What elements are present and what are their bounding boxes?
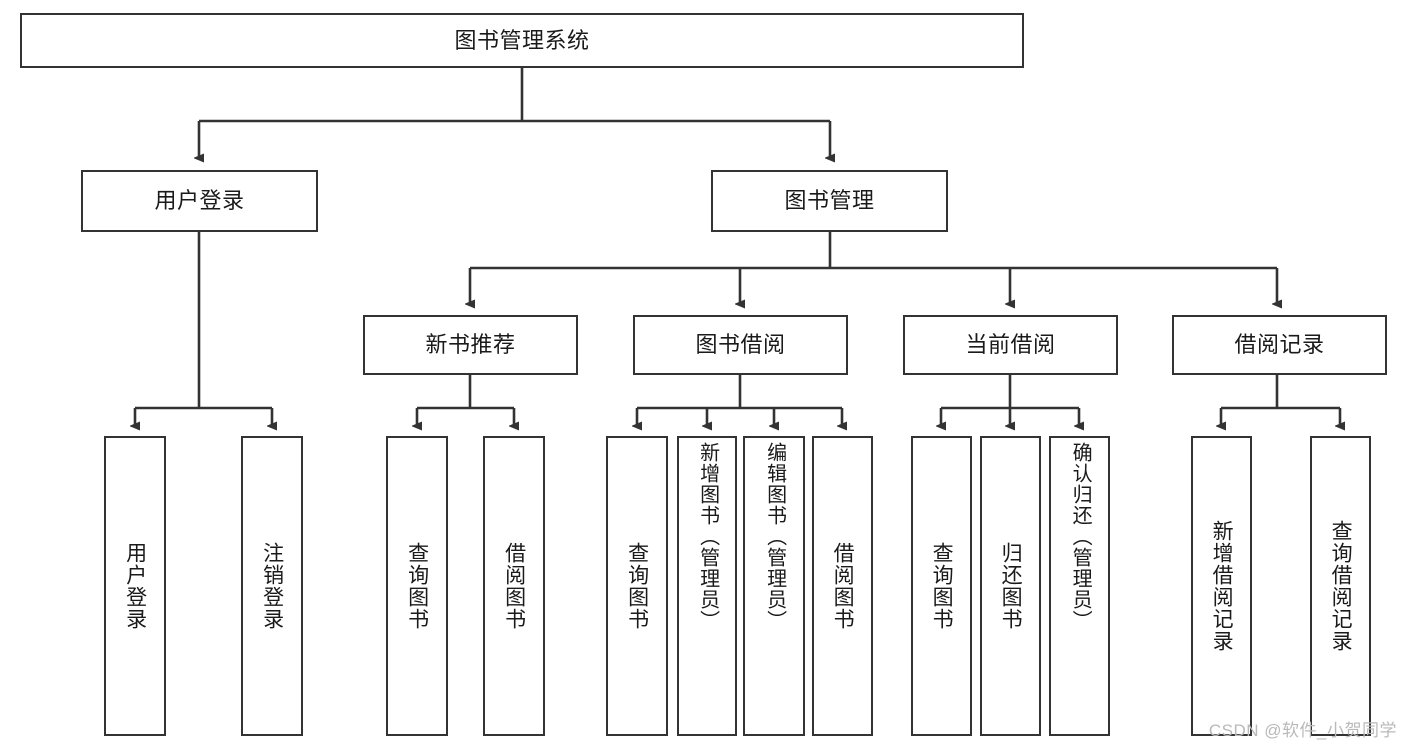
node-label: 新书推荐	[425, 332, 516, 358]
leaf-add-book[interactable]: 新增图书（管理员）	[677, 436, 737, 736]
node-label: 图书管理系统	[454, 27, 590, 53]
node-label: 图书管理	[784, 188, 875, 214]
node-label: 借阅记录	[1234, 332, 1325, 358]
leaf-borrow-book-1[interactable]: 借阅图书	[483, 436, 545, 736]
leaf-query-record[interactable]: 查询借阅记录	[1310, 436, 1371, 736]
node-label: 用户登录	[123, 542, 147, 630]
leaf-return-book[interactable]: 归还图书	[980, 436, 1041, 736]
leaf-logout-login[interactable]: 注销登录	[241, 436, 303, 736]
node-label: 查询图书	[625, 542, 649, 630]
leaf-borrow-book-2[interactable]: 借阅图书	[812, 436, 873, 736]
node-book-borrow[interactable]: 图书借阅	[633, 315, 848, 375]
node-label: 借阅图书	[831, 542, 855, 630]
node-label: 借阅图书	[502, 542, 526, 630]
node-label: 编辑图书（管理员）	[763, 442, 786, 631]
node-label: 查询图书	[930, 542, 954, 630]
node-label: 当前借阅	[965, 332, 1056, 358]
node-label: 用户登录	[154, 188, 245, 214]
node-label: 归还图书	[999, 542, 1023, 630]
node-label: 查询借阅记录	[1329, 520, 1353, 652]
node-label: 图书借阅	[695, 332, 786, 358]
node-label: 查询图书	[405, 542, 429, 630]
leaf-query-book-2[interactable]: 查询图书	[606, 436, 668, 736]
node-new-book-recommend[interactable]: 新书推荐	[363, 315, 578, 375]
node-book-management[interactable]: 图书管理	[711, 170, 948, 232]
csdn-watermark: CSDN @软件_小贺同学	[1208, 721, 1397, 740]
leaf-edit-book[interactable]: 编辑图书（管理员）	[743, 436, 805, 736]
node-label: 新增图书（管理员）	[696, 442, 719, 631]
leaf-add-record[interactable]: 新增借阅记录	[1191, 436, 1252, 736]
node-label: 新增借阅记录	[1210, 520, 1234, 652]
leaf-user-login[interactable]: 用户登录	[104, 436, 166, 736]
node-borrow-record[interactable]: 借阅记录	[1172, 315, 1387, 375]
node-label: 注销登录	[260, 542, 284, 630]
leaf-confirm-return[interactable]: 确认归还（管理员）	[1049, 436, 1110, 736]
node-current-borrow[interactable]: 当前借阅	[903, 315, 1118, 375]
leaf-query-book-3[interactable]: 查询图书	[911, 436, 972, 736]
node-book-management-system[interactable]: 图书管理系统	[20, 13, 1024, 68]
node-user-login[interactable]: 用户登录	[81, 170, 318, 232]
node-label: 确认归还（管理员）	[1069, 442, 1092, 631]
leaf-query-book-1[interactable]: 查询图书	[386, 436, 448, 736]
